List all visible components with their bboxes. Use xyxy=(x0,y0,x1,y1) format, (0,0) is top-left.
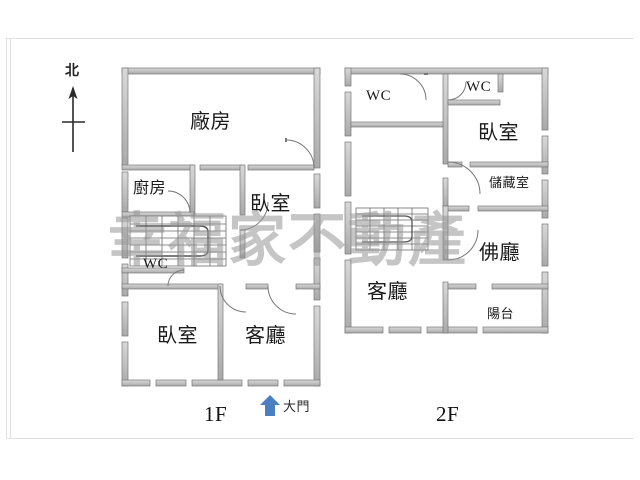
room-label-buddhist-hall-2f: 佛廳 xyxy=(479,242,520,264)
main-entrance-label: 大門 xyxy=(283,399,311,414)
floor-2f-walls xyxy=(344,67,549,334)
room-label-bedroom-2f: 臥室 xyxy=(478,122,519,144)
room-label-storage-2f: 儲藏室 xyxy=(489,175,530,190)
frame-left-border-inner xyxy=(10,38,11,439)
room-label-wc-1f: WC xyxy=(143,256,169,272)
compass-north-label: 北 xyxy=(65,62,80,78)
room-label-kitchen-1f: 廚房 xyxy=(133,180,167,197)
room-label-factory-1f: 廠房 xyxy=(190,111,231,133)
room-label-wc-2f-mid: WC xyxy=(466,79,492,95)
staircase-2f-icon xyxy=(355,207,429,251)
room-label-wc-2f-left: WC xyxy=(366,88,392,104)
door-swings-2f xyxy=(399,73,481,261)
frame-left-border xyxy=(6,38,7,439)
room-label-living-1f: 客廳 xyxy=(245,325,286,347)
north-arrow-icon xyxy=(62,86,85,152)
door-swings-1f xyxy=(167,138,315,315)
frame-top-border xyxy=(6,38,634,39)
frame-bottom-border xyxy=(6,438,634,439)
room-label-living-2f: 客廳 xyxy=(367,281,408,303)
room-label-bedroom-1f-upper: 臥室 xyxy=(250,193,291,215)
up-arrow-icon xyxy=(260,395,280,416)
room-label-balcony-2f: 陽台 xyxy=(487,306,515,321)
room-label-bedroom-1f-lower: 臥室 xyxy=(157,325,198,347)
floor-caption-1f: 1F xyxy=(204,402,228,426)
floor-1f-walls xyxy=(121,67,321,387)
floor-caption-2f: 2F xyxy=(436,402,460,426)
staircase-1f-icon xyxy=(129,215,227,267)
